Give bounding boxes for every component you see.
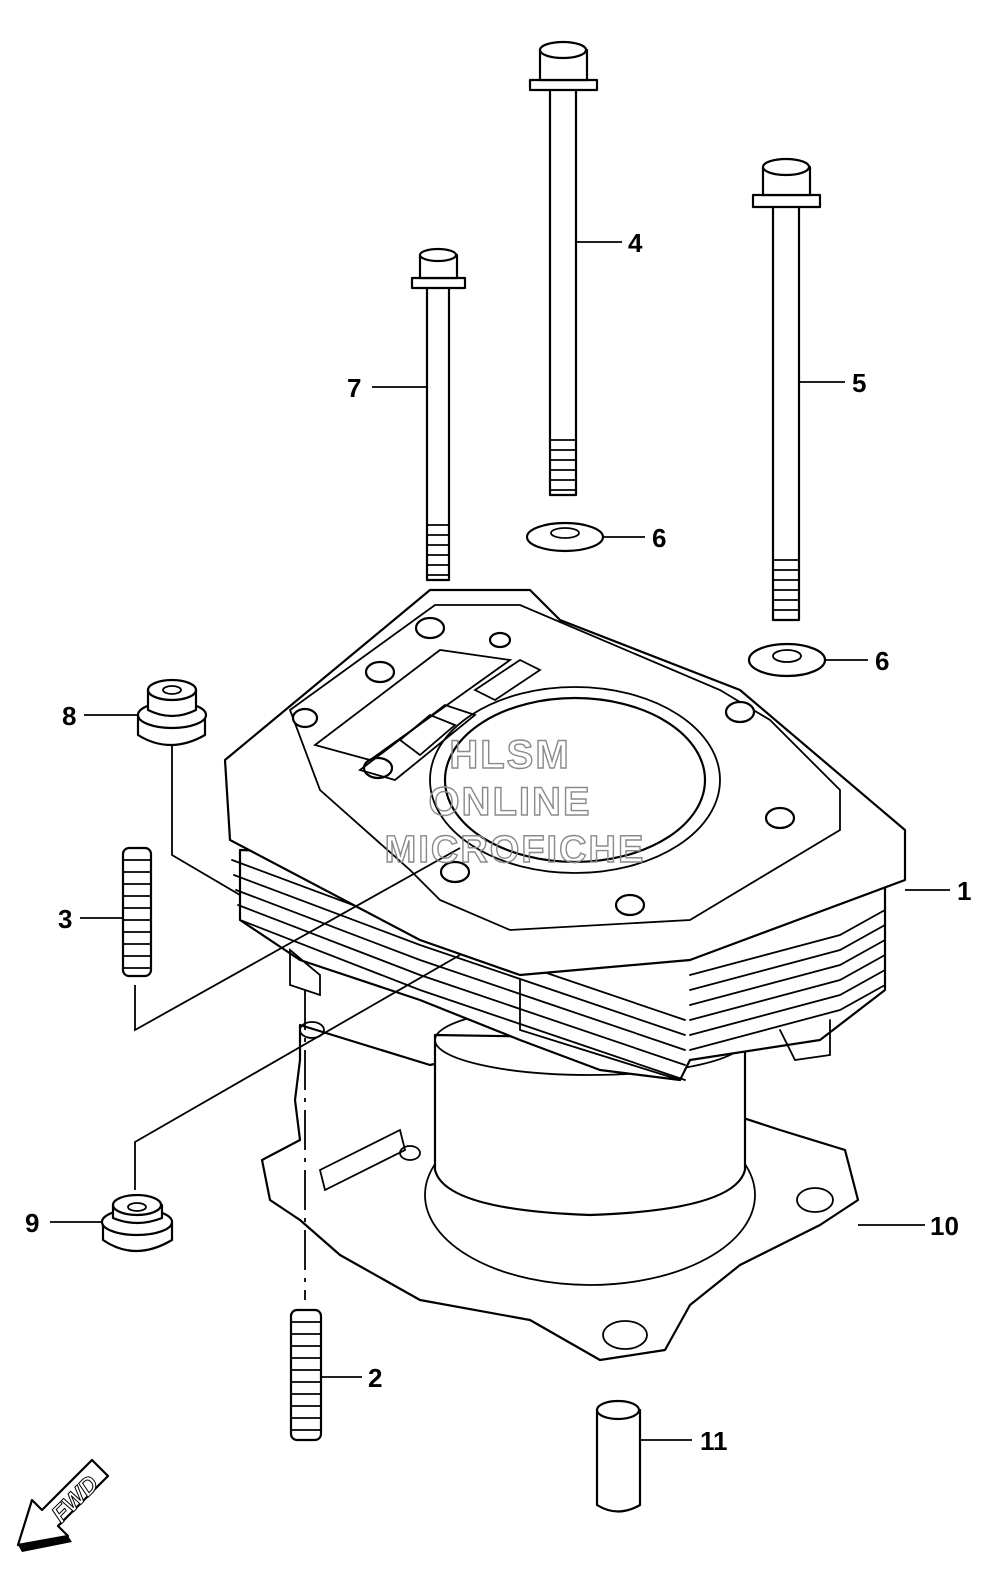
washer-6-upper[interactable] [525,521,605,553]
cylinder-bolt-4[interactable] [528,40,599,497]
dowel-pin-11[interactable] [595,1399,642,1513]
stud-3[interactable] [121,846,153,978]
callout-9: 9 [25,1208,39,1238]
leader-lines [50,241,950,1441]
callout-5: 5 [852,368,866,398]
cylinder-bolt-5[interactable] [751,157,822,622]
cylinder-bolt-7[interactable] [410,247,467,582]
callout-8: 8 [62,701,76,731]
watermark-line-2: ONLINE [428,780,591,824]
nut-9[interactable] [100,1193,174,1252]
callout-7: 7 [347,373,361,403]
nut-8[interactable] [136,678,208,746]
callout-4: 4 [628,228,643,258]
watermark: HLSM ONLINE MICROFICHE [384,732,646,871]
watermark-line-3: MICROFICHE [385,829,646,871]
callout-2: 2 [368,1363,382,1393]
callout-1: 1 [957,876,971,906]
callout-3: 3 [58,904,72,934]
callout-6-lower: 6 [875,646,889,676]
callout-10: 10 [930,1211,959,1241]
callout-6-upper: 6 [652,523,666,553]
watermark-line-1: HLSM [449,733,570,777]
cylinder-block[interactable] [223,588,907,1082]
callout-11: 11 [700,1426,728,1456]
stud-2[interactable] [289,1308,323,1442]
washer-6-lower[interactable] [747,642,827,678]
fwd-arrow: FWD [16,1458,110,1552]
assembly-lines [134,745,461,1300]
